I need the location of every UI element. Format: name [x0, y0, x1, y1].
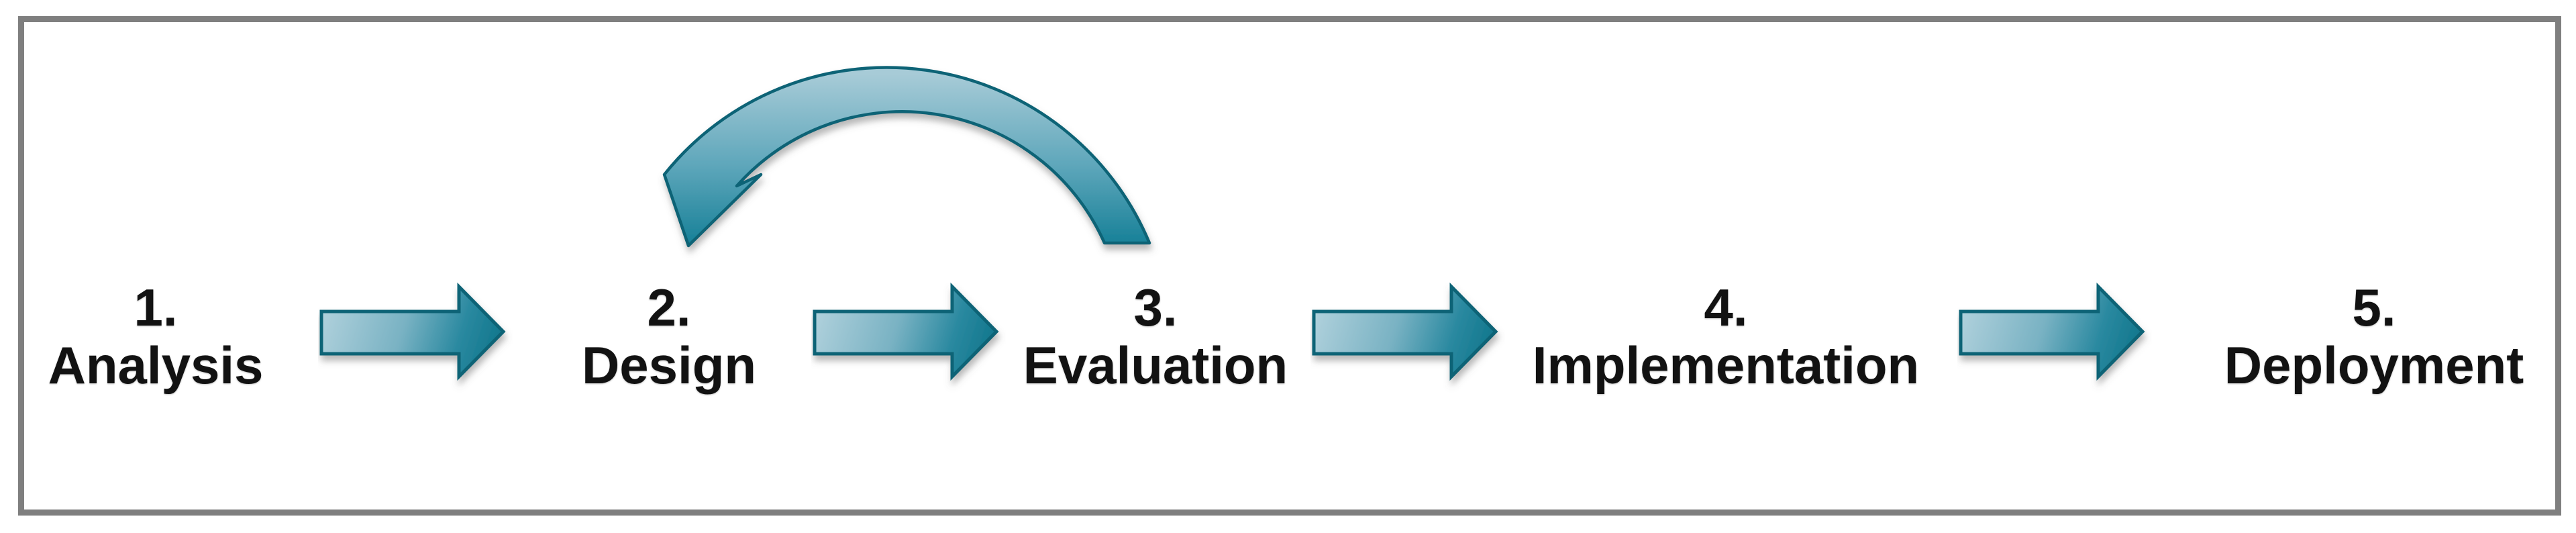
step-name: Deployment	[2224, 336, 2524, 395]
step-label-evaluation: 3. Evaluation	[1023, 279, 1288, 394]
diagram-border	[18, 16, 2561, 516]
step-number: 5.	[2352, 278, 2396, 337]
iteration-loop-arrow-icon	[662, 66, 1151, 248]
step-label-analysis: 1. Analysis	[48, 279, 264, 394]
step-number: 2.	[647, 278, 691, 337]
step-label-implementation: 4. Implementation	[1533, 279, 1919, 394]
step-label-design: 2. Design	[582, 279, 756, 394]
step-label-deployment: 5. Deployment	[2224, 279, 2524, 394]
flow-arrow-icon	[319, 283, 506, 381]
step-number: 3.	[1133, 278, 1178, 337]
step-number: 4.	[1704, 278, 1748, 337]
step-name: Evaluation	[1023, 336, 1288, 395]
step-name: Analysis	[48, 336, 264, 395]
flow-arrow-icon	[1312, 283, 1498, 381]
flow-arrow-icon	[813, 283, 999, 381]
step-name: Implementation	[1532, 336, 1920, 395]
flow-arrow-icon	[1959, 283, 2145, 381]
step-name: Design	[581, 336, 757, 395]
step-number: 1.	[134, 278, 178, 337]
